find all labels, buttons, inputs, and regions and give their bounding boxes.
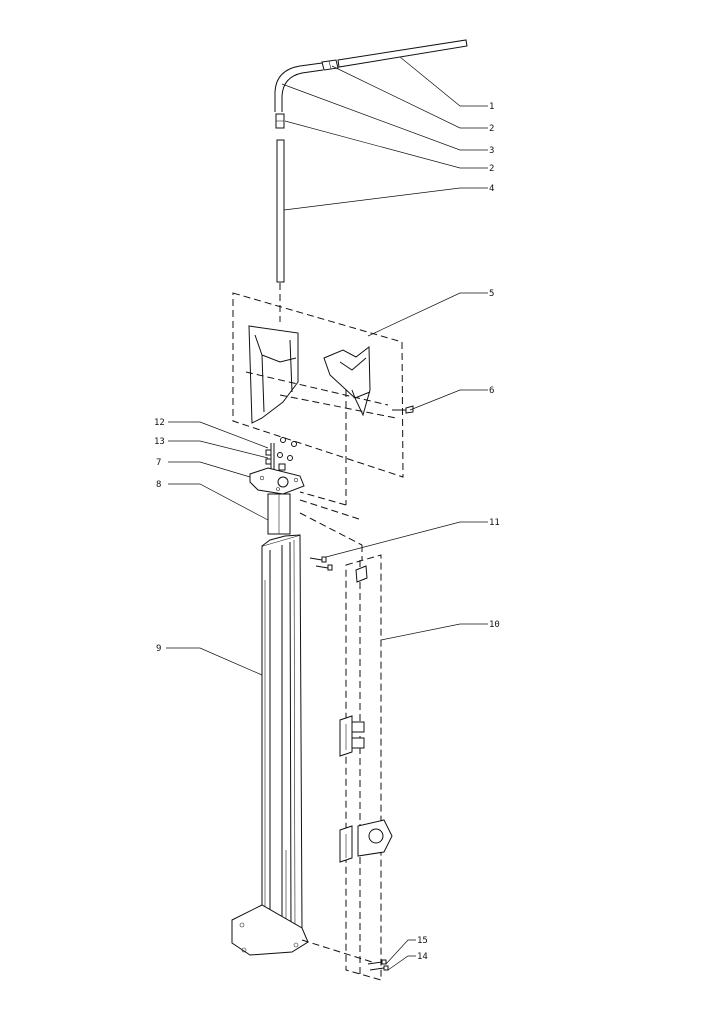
callout-2-upper: 2 (489, 124, 494, 134)
callout-7: 7 (156, 458, 161, 468)
part-3-elbow-tube (274, 62, 324, 112)
part-14-15-screws (367, 959, 389, 971)
callout-1: 1 (489, 102, 494, 112)
callout-2-lower: 2 (489, 164, 494, 174)
part-6-screw (392, 405, 414, 414)
part-11-screws (309, 556, 333, 571)
callout-4: 4 (489, 184, 494, 194)
part-12-13-bolts-nuts (265, 437, 297, 478)
part-5-bracket-group (232, 292, 404, 506)
leader-lines (166, 56, 488, 971)
callout-6: 6 (489, 386, 494, 396)
callout-8: 8 (156, 480, 161, 490)
callout-5: 5 (489, 289, 494, 299)
part-8-inner-tube (267, 493, 363, 535)
callout-11: 11 (489, 518, 500, 528)
part-2-lower-coupler (275, 113, 285, 129)
part-9-main-column (231, 534, 373, 963)
callout-9: 9 (156, 644, 161, 654)
callout-3: 3 (489, 146, 494, 156)
part-1-bar (337, 39, 468, 68)
callout-labels: 1 2 3 2 4 5 6 12 13 7 8 11 10 9 15 14 (154, 102, 500, 962)
part-4-vertical-rod (276, 139, 285, 322)
callout-14: 14 (417, 952, 428, 962)
callout-10: 10 (489, 620, 500, 630)
part-7-top-plate (249, 467, 305, 495)
part-10-side-rail (299, 512, 393, 981)
callout-12: 12 (154, 418, 165, 428)
callout-13: 13 (154, 437, 165, 447)
callout-15: 15 (417, 936, 428, 946)
part-2-upper-coupler (321, 59, 339, 71)
